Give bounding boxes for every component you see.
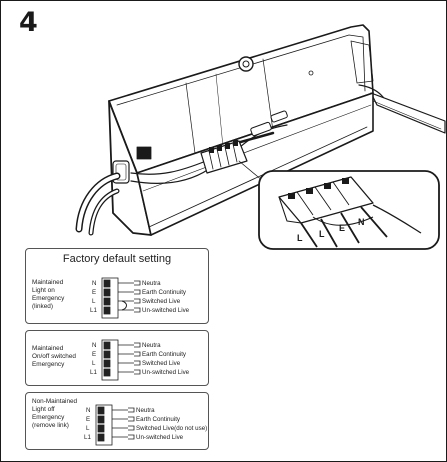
wiring-panel-factory-default: Factory default setting Maintained Light… [25,248,209,324]
terminal-diagram: N E L L1 Neutra Earth Continuity Switche… [90,339,190,381]
mode-description: Non-Maintained Light off Emergency (remo… [32,398,77,430]
panel-title: Factory default setting [62,253,172,265]
connection-label: Earth Continuity [136,416,181,423]
fixture-illustration: L L E N [75,24,446,250]
connection-label: Earth Continuity [142,351,187,358]
terminal-n: N [92,280,96,287]
mode-line: Light on [32,287,55,294]
mode-description: Maintained On/off switched Emergency [32,345,76,369]
connection-label: Un-switched Live [142,369,190,376]
terminal-e: E [92,289,96,296]
mode-line: On/off switched [32,353,76,360]
terminal-e: E [86,416,90,423]
mode-line: Emergency [32,414,65,421]
mode-line: Maintained [32,345,64,352]
connection-label: Switched Live(do not use) [136,425,207,432]
terminal-l1: L1 [90,307,97,314]
terminal-n: N [92,342,96,349]
terminal-e: E [92,351,96,358]
connection-label: Neutra [142,342,161,349]
terminal-diagram: N E L L1 Neutra Earth Continuity Switche… [90,277,190,319]
mode-line: Light off [32,406,55,413]
connection-label: Un-switched Live [136,434,184,441]
mag-label-l: L [319,229,325,239]
connection-label: Earth Continuity [142,289,187,296]
mode-line: (remove link) [32,422,69,429]
mag-label-e: E [339,223,345,233]
terminal-l1: L1 [90,369,97,376]
connection-label: Neutra [142,280,161,287]
terminal-l: L [86,425,90,432]
mag-label-n: N [358,217,365,227]
connection-label: Switched Live [142,298,181,305]
terminal-l1: L1 [84,434,91,441]
mode-description: Maintained Light on Emergency (linked) [32,279,64,311]
terminal-l: L [92,298,96,305]
mode-line: Emergency [32,361,65,368]
mode-line: (linked) [32,303,53,310]
mag-label-l1: L [297,233,303,243]
connection-label: Neutra [136,407,155,414]
wiring-panel-non-maintained: Non-Maintained Light off Emergency (remo… [25,392,209,450]
mode-line: Non-Maintained [32,398,78,405]
terminal-block-magnifier: L L E N [258,170,440,250]
mode-line: Maintained [32,279,64,286]
wiring-panel-maintained-switched: Maintained On/off switched Emergency N E… [25,330,209,386]
step-number: 4 [19,7,38,38]
terminal-n: N [86,407,90,414]
mode-line: Emergency [32,295,65,302]
connection-label: Switched Live [142,360,181,367]
connection-label: Un-switched Live [142,307,190,314]
terminal-l: L [92,360,96,367]
terminal-diagram: N E L L1 Neutra Earth Continuity Switche… [84,404,207,446]
